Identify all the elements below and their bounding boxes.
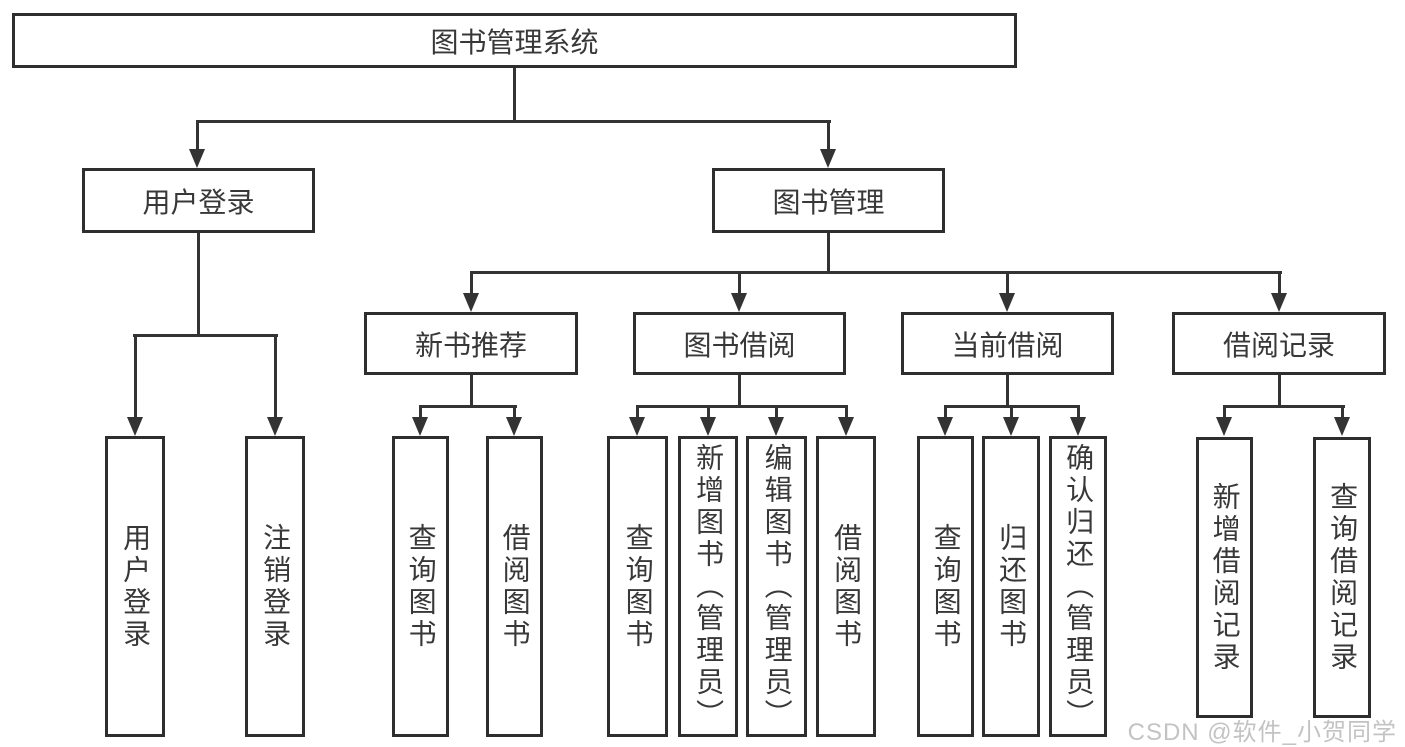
node-current-borrow: 当前借阅 bbox=[901, 312, 1114, 375]
leaf-query-books-current: 查询图书 bbox=[917, 436, 974, 737]
arrow-down-icon bbox=[999, 293, 1015, 312]
leaf-query-books-recommend: 查询图书 bbox=[392, 436, 449, 737]
leaf-label: 新增借阅记录 bbox=[1209, 481, 1241, 674]
connector-line bbox=[513, 405, 516, 420]
leaf-add-book-admin: 新增图书（管理员） bbox=[678, 436, 738, 737]
connector-line bbox=[197, 233, 200, 337]
arrow-down-icon bbox=[127, 417, 143, 436]
arrow-down-icon bbox=[189, 149, 205, 168]
leaf-label: 用户登录 bbox=[120, 522, 152, 651]
connector-line bbox=[1341, 405, 1344, 420]
connector-line bbox=[707, 405, 710, 420]
connector-line bbox=[513, 68, 516, 123]
connector-line bbox=[1006, 375, 1009, 408]
connector-line bbox=[1278, 375, 1281, 408]
connector-line bbox=[738, 375, 741, 408]
node-user-login: 用户登录 bbox=[82, 168, 315, 233]
connector-line bbox=[419, 405, 517, 408]
connector-line bbox=[197, 120, 831, 123]
arrow-down-icon bbox=[412, 417, 428, 436]
leaf-borrow-books-recommend: 借阅图书 bbox=[486, 436, 543, 737]
connector-line bbox=[470, 271, 1282, 274]
arrow-down-icon bbox=[629, 417, 645, 436]
connector-line bbox=[944, 405, 947, 420]
arrow-down-icon bbox=[768, 417, 784, 436]
connector-line bbox=[134, 334, 137, 420]
node-new-book-recommend: 新书推荐 bbox=[364, 312, 578, 375]
connector-line bbox=[419, 405, 422, 420]
connector-line bbox=[636, 405, 848, 408]
connector-line bbox=[1223, 405, 1226, 420]
leaf-label: 借阅图书 bbox=[831, 522, 863, 651]
connector-line bbox=[274, 334, 277, 420]
arrow-down-icon bbox=[820, 149, 836, 168]
node-root: 图书管理系统 bbox=[12, 13, 1017, 68]
connector-line bbox=[827, 120, 830, 152]
connector-line bbox=[470, 375, 473, 408]
arrow-down-icon bbox=[700, 417, 716, 436]
csdn-watermark: CSDN @软件_小贺同学 bbox=[1127, 719, 1397, 746]
arrow-down-icon bbox=[267, 417, 283, 436]
leaf-confirm-return-admin: 确认归还（管理员） bbox=[1049, 436, 1107, 737]
leaf-label: 借阅图书 bbox=[499, 522, 531, 651]
leaf-return-book: 归还图书 bbox=[982, 436, 1040, 737]
arrow-down-icon bbox=[1070, 417, 1086, 436]
connector-line bbox=[1006, 271, 1009, 296]
connector-line bbox=[738, 271, 741, 296]
leaf-query-books-borrow: 查询图书 bbox=[607, 436, 668, 737]
arrow-down-icon bbox=[1334, 417, 1350, 436]
arrow-down-icon bbox=[838, 417, 854, 436]
connector-line bbox=[196, 120, 199, 152]
connector-line bbox=[133, 334, 278, 337]
arrow-down-icon bbox=[1003, 417, 1019, 436]
leaf-label: 注销登录 bbox=[260, 522, 292, 651]
connector-line bbox=[827, 233, 830, 274]
connector-line bbox=[470, 271, 473, 296]
connector-line bbox=[1010, 405, 1013, 420]
leaf-label: 编辑图书（管理员） bbox=[761, 442, 793, 731]
connector-line bbox=[775, 405, 778, 420]
connector-line bbox=[1278, 271, 1281, 296]
leaf-label: 新增图书（管理员） bbox=[693, 442, 725, 731]
arrow-down-icon bbox=[731, 293, 747, 312]
node-borrow-records: 借阅记录 bbox=[1172, 312, 1386, 375]
leaf-label: 查询图书 bbox=[622, 522, 654, 651]
arrow-down-icon bbox=[506, 417, 522, 436]
leaf-label: 查询图书 bbox=[405, 522, 437, 651]
arrow-down-icon bbox=[463, 293, 479, 312]
leaf-add-borrow-record: 新增借阅记录 bbox=[1196, 437, 1253, 718]
leaf-logout-action: 注销登录 bbox=[245, 436, 305, 737]
leaf-label: 查询借阅记录 bbox=[1327, 481, 1359, 674]
leaf-edit-book-admin: 编辑图书（管理员） bbox=[746, 436, 807, 737]
arrow-down-icon bbox=[937, 417, 953, 436]
node-book-borrow: 图书借阅 bbox=[633, 312, 846, 375]
leaf-label: 确认归还（管理员） bbox=[1063, 442, 1095, 731]
leaf-query-borrow-record: 查询借阅记录 bbox=[1313, 437, 1371, 718]
connector-line bbox=[636, 405, 639, 420]
arrow-down-icon bbox=[1216, 417, 1232, 436]
node-book-management: 图书管理 bbox=[712, 168, 945, 233]
connector-line bbox=[845, 405, 848, 420]
leaf-label: 归还图书 bbox=[996, 522, 1028, 651]
leaf-user-login-action: 用户登录 bbox=[105, 436, 165, 737]
leaf-label: 查询图书 bbox=[930, 522, 962, 651]
arrow-down-icon bbox=[1271, 293, 1287, 312]
leaf-borrow-books-borrow: 借阅图书 bbox=[816, 436, 876, 737]
connector-line bbox=[1223, 405, 1345, 408]
connector-line bbox=[1077, 405, 1080, 420]
